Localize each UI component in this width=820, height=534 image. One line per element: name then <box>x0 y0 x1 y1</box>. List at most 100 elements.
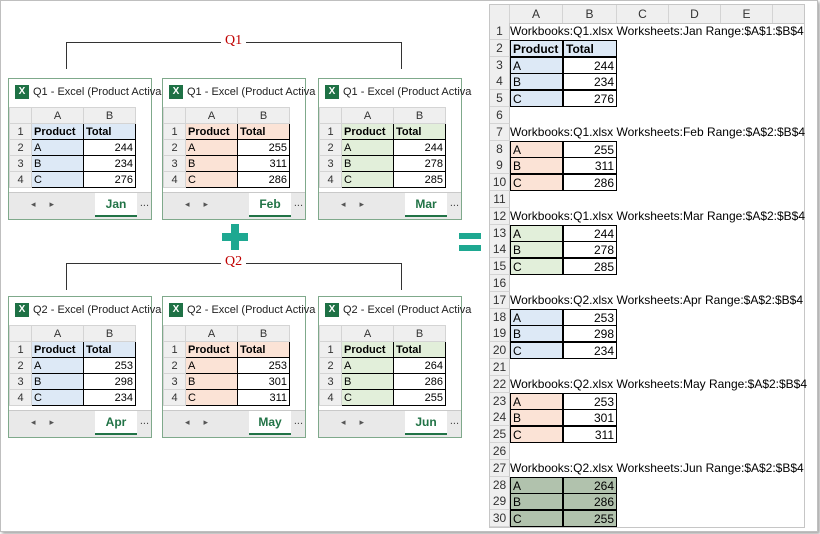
tab-scroll-arrows[interactable]: ◂▸ <box>31 199 69 209</box>
cell-total[interactable]: 244 <box>563 56 617 74</box>
cell-product[interactable]: B <box>341 373 394 390</box>
cell-product[interactable]: B <box>510 157 563 175</box>
row-number[interactable]: 13 <box>490 224 510 242</box>
tab-scroll-arrows[interactable]: ◂▸ <box>341 417 379 427</box>
cell-total[interactable]: 244 <box>83 139 136 156</box>
row-number[interactable]: 10 <box>490 174 510 192</box>
cell-total[interactable]: 264 <box>563 476 617 494</box>
row-number[interactable]: 1 <box>490 23 510 40</box>
cell-total[interactable]: 301 <box>563 409 617 427</box>
row-number[interactable]: 9 <box>490 157 510 175</box>
more-tabs-ellipsis[interactable]: ... <box>293 415 303 427</box>
cell-total[interactable]: 286 <box>237 171 290 188</box>
column-header-b[interactable]: B <box>237 325 290 342</box>
column-header-a[interactable]: A <box>185 325 238 342</box>
corner-cell[interactable] <box>163 325 186 342</box>
cell-product[interactable]: C <box>31 171 84 188</box>
cell-product[interactable]: B <box>510 325 563 343</box>
row-number[interactable]: 26 <box>490 443 510 460</box>
tab-scroll-arrows[interactable]: ◂▸ <box>185 199 223 209</box>
cell-product[interactable]: A <box>510 56 563 74</box>
row-number[interactable]: 2 <box>319 139 342 156</box>
row-number[interactable]: 2 <box>490 39 510 57</box>
cell-total[interactable]: 311 <box>237 155 290 172</box>
cell-header-product[interactable]: Product <box>510 39 563 57</box>
cell-total[interactable]: 244 <box>393 139 446 156</box>
row-number[interactable]: 4 <box>163 389 186 406</box>
cell-total[interactable]: 278 <box>393 155 446 172</box>
cell-total[interactable]: 244 <box>563 224 617 242</box>
cell-total[interactable]: 255 <box>393 389 446 406</box>
cell-product[interactable]: B <box>510 493 563 511</box>
cell-total[interactable]: 298 <box>83 373 136 390</box>
cell-total[interactable]: 298 <box>563 325 617 343</box>
column-header-b[interactable]: B <box>393 107 446 124</box>
cell-product[interactable]: C <box>510 510 563 528</box>
column-header-a[interactable]: A <box>185 107 238 124</box>
corner-cell[interactable] <box>490 5 510 23</box>
row-number[interactable]: 28 <box>490 476 510 494</box>
cell-total[interactable]: 311 <box>563 157 617 175</box>
column-header-a[interactable]: A <box>31 325 84 342</box>
column-header-a[interactable]: A <box>31 107 84 124</box>
tab-scroll-arrows[interactable]: ◂▸ <box>31 417 69 427</box>
cell-header-total[interactable]: Total <box>237 341 290 358</box>
row-number[interactable]: 3 <box>9 373 32 390</box>
row-number[interactable]: 17 <box>490 291 510 309</box>
cell-product[interactable]: B <box>185 373 238 390</box>
cell-total[interactable]: 278 <box>563 241 617 259</box>
row-number[interactable]: 2 <box>163 357 186 374</box>
cell-product[interactable]: A <box>341 357 394 374</box>
cell-total[interactable]: 286 <box>393 373 446 390</box>
cell-product[interactable]: A <box>510 476 563 494</box>
row-number[interactable]: 23 <box>490 392 510 410</box>
cell-header-product[interactable]: Product <box>185 341 238 358</box>
corner-cell[interactable] <box>163 107 186 124</box>
source-info-text[interactable]: Workbooks:Q2.xlsx Worksheets:Apr Range:$… <box>510 292 804 307</box>
cell-product[interactable]: C <box>341 389 394 406</box>
row-number[interactable]: 4 <box>490 73 510 91</box>
row-number[interactable]: 21 <box>490 359 510 376</box>
cell-total[interactable]: 253 <box>237 357 290 374</box>
row-number[interactable]: 24 <box>490 409 510 427</box>
row-number[interactable]: 16 <box>490 275 510 292</box>
sheet-tab-apr[interactable]: Apr <box>95 411 137 435</box>
column-header-b[interactable]: B <box>237 107 290 124</box>
cell-total[interactable]: 234 <box>563 73 617 91</box>
cell-product[interactable]: B <box>185 155 238 172</box>
more-tabs-ellipsis[interactable]: ... <box>139 415 149 427</box>
cell-product[interactable]: A <box>510 392 563 410</box>
row-number[interactable]: 4 <box>9 171 32 188</box>
row-number[interactable]: 1 <box>319 123 342 140</box>
row-number[interactable]: 4 <box>163 171 186 188</box>
cell-total[interactable]: 255 <box>563 140 617 158</box>
source-info-text[interactable]: Workbooks:Q1.xlsx Worksheets:Jan Range:$… <box>510 24 804 38</box>
column-header-a[interactable]: A <box>341 325 394 342</box>
cell-product[interactable]: C <box>185 389 238 406</box>
row-number[interactable]: 8 <box>490 140 510 158</box>
row-number[interactable]: 14 <box>490 241 510 259</box>
row-number[interactable]: 18 <box>490 308 510 326</box>
cell-total[interactable]: 234 <box>83 155 136 172</box>
row-number[interactable]: 25 <box>490 426 510 444</box>
row-number[interactable]: 6 <box>490 107 510 124</box>
cell-product[interactable]: C <box>510 258 563 276</box>
cell-header-total[interactable]: Total <box>393 341 446 358</box>
cell-total[interactable]: 234 <box>83 389 136 406</box>
row-number[interactable]: 30 <box>490 510 510 528</box>
cell-product[interactable]: A <box>510 308 563 326</box>
cell-header-total[interactable]: Total <box>237 123 290 140</box>
cell-header-product[interactable]: Product <box>341 341 394 358</box>
source-info-text[interactable]: Workbooks:Q1.xlsx Worksheets:Feb Range:$… <box>510 124 806 139</box>
row-number[interactable]: 3 <box>9 155 32 172</box>
row-number[interactable]: 27 <box>490 459 510 477</box>
column-header-a[interactable]: A <box>341 107 394 124</box>
row-number[interactable]: 20 <box>490 342 510 360</box>
cell-header-total[interactable]: Total <box>563 39 617 57</box>
